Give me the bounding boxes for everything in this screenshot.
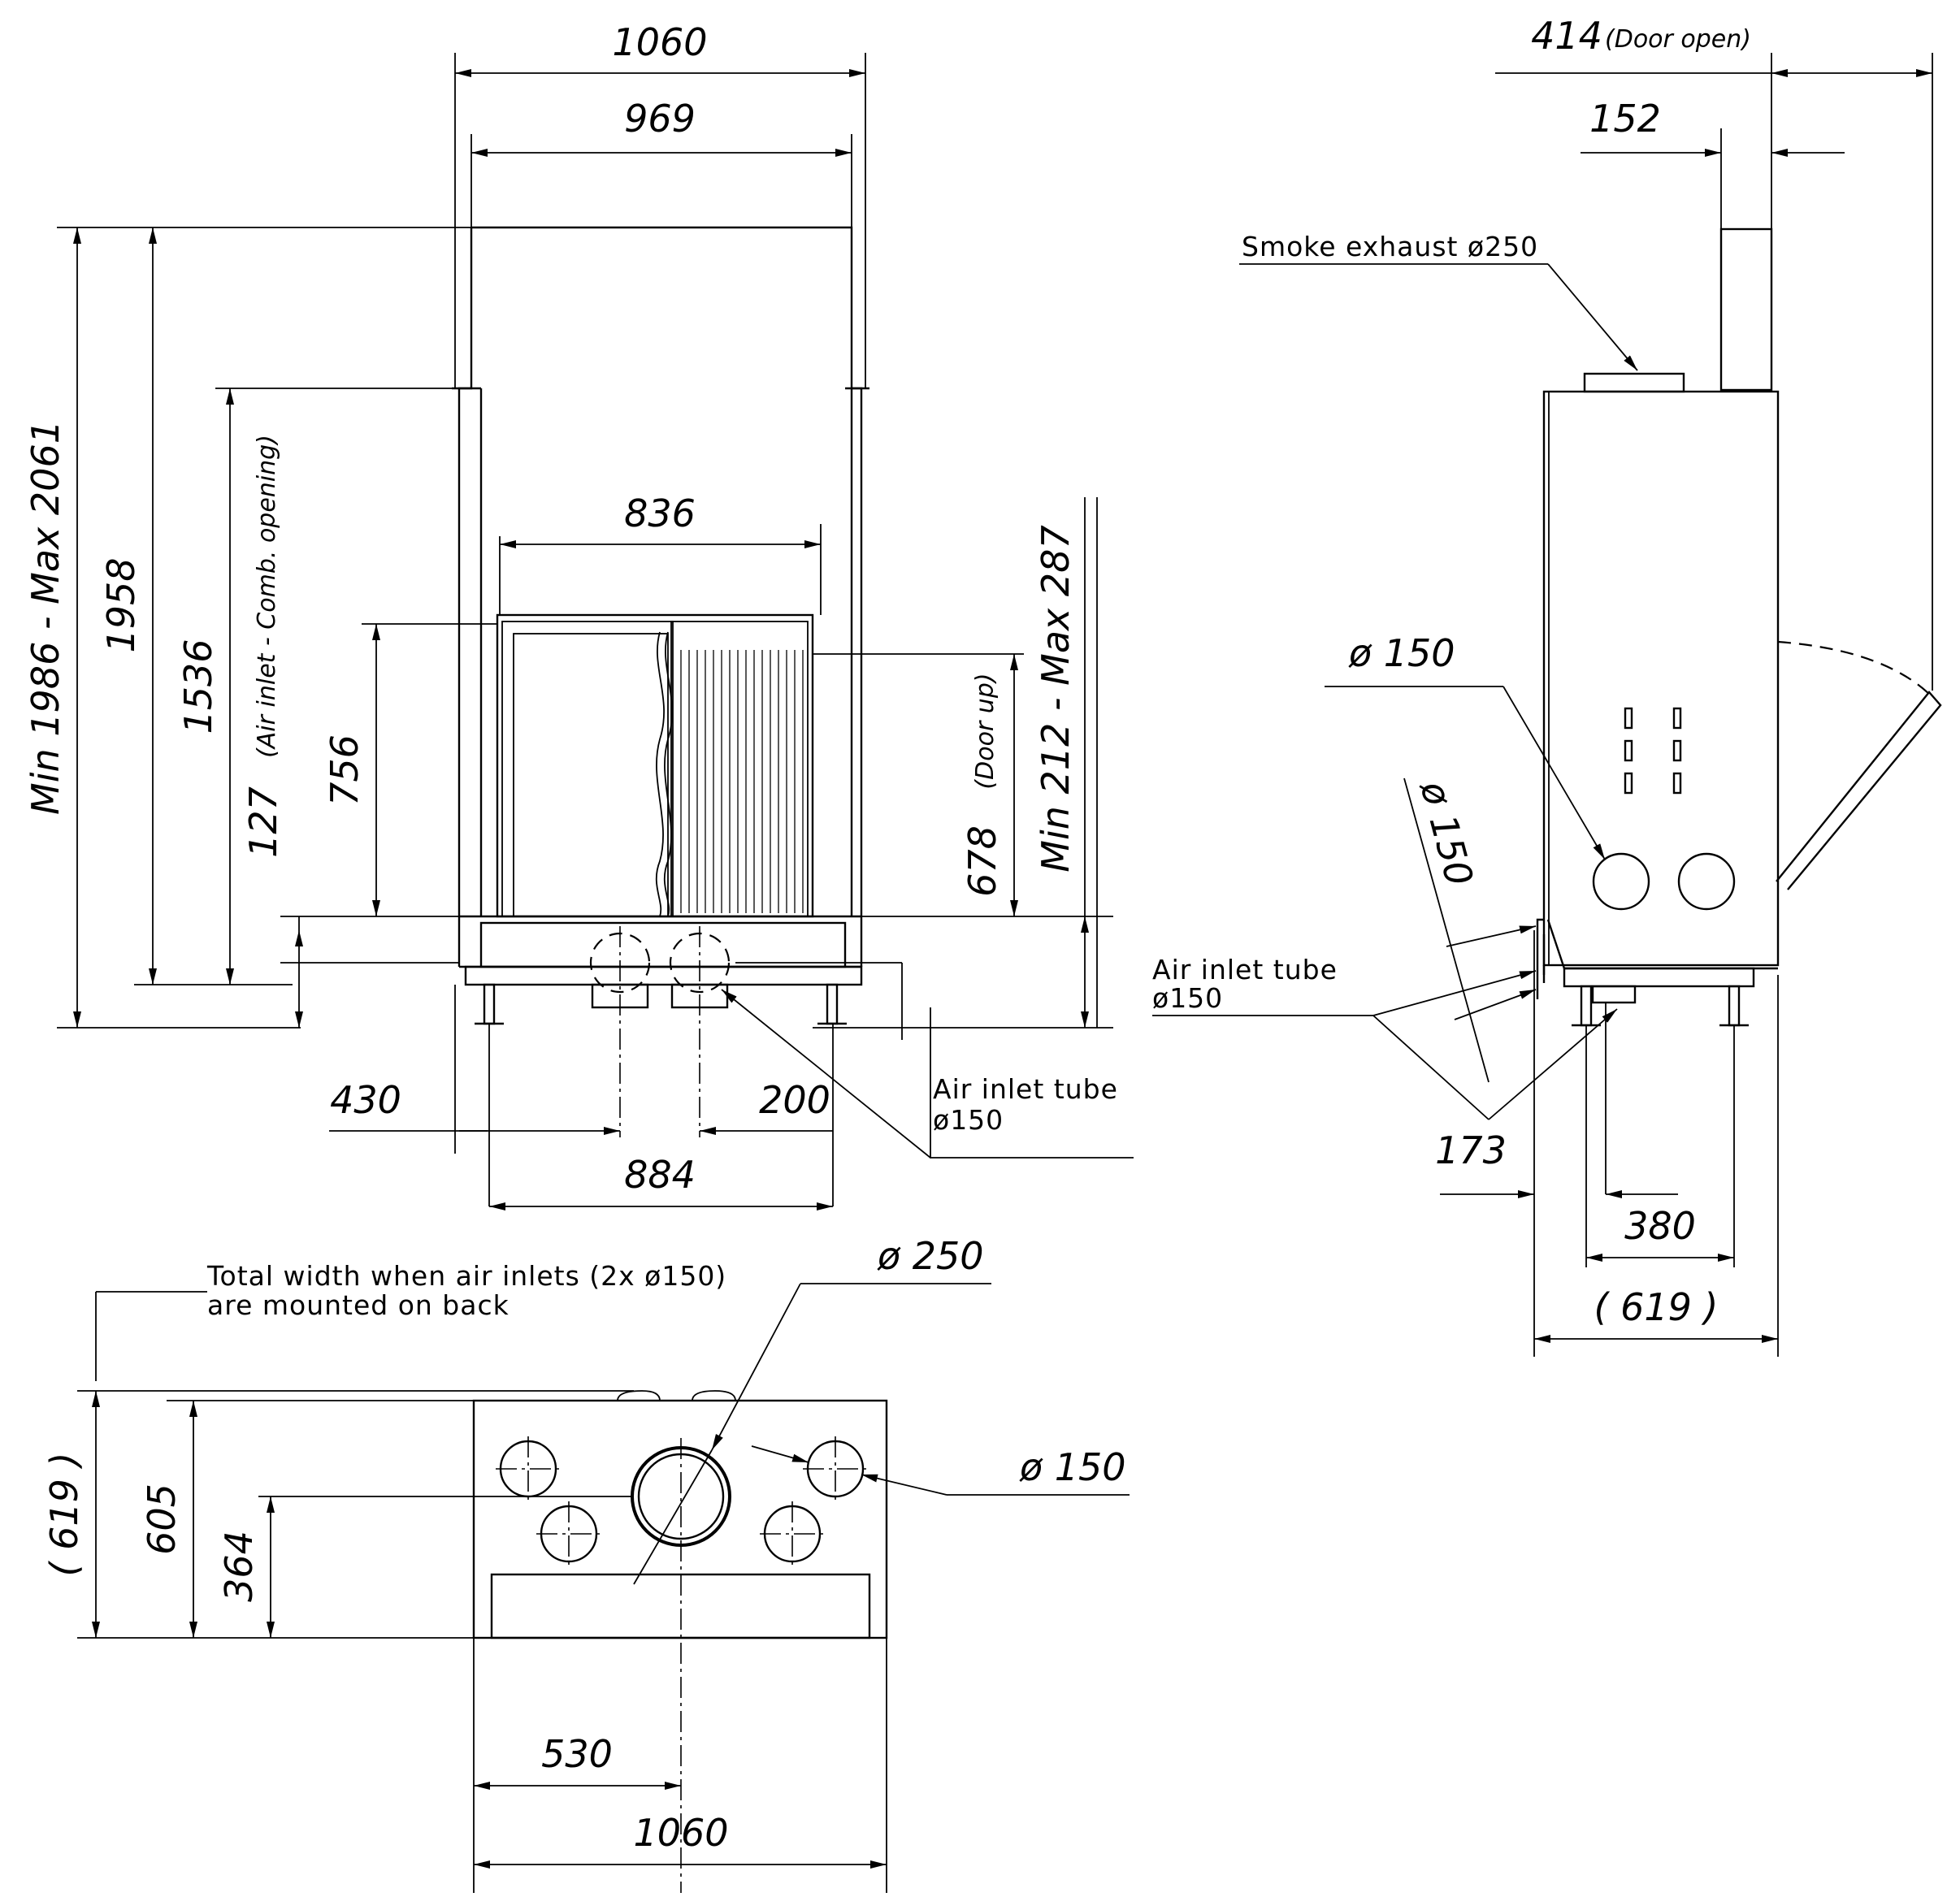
dim-opening-width: 836: [624, 492, 696, 535]
dim-height-range: Min 1986 - Max 2061: [24, 420, 67, 815]
dim-offset-left: 430: [330, 1078, 401, 1122]
top-note-line2: are mounted on back: [207, 1289, 510, 1321]
dim-top-dia-150: ø 150: [1019, 1445, 1126, 1489]
front-view: 1060 969 836 Min 1986 - Max 2061 1958 15…: [24, 20, 1134, 1211]
dim-base-range: Min 212 - Max 287: [1034, 525, 1078, 872]
dim-side-feet-span: 380: [1624, 1204, 1696, 1248]
front-air-tube-label: Air inlet tube: [933, 1073, 1118, 1105]
dim-air-inlet-note: 127: [241, 786, 285, 858]
smoke-exhaust-label: Smoke exhaust ø250: [1242, 231, 1538, 262]
dim-offset-right: 200: [759, 1078, 830, 1122]
top-view: Total width when air inlets (2x ø150) ar…: [42, 1234, 1130, 1893]
dim-door-open-sub: (Door open): [1605, 25, 1751, 54]
side-air-tube-dia: ø150: [1152, 982, 1223, 1014]
front-body-outline: [452, 226, 903, 1137]
dim-top-depth-total: ( 619 ): [42, 1453, 86, 1577]
side-dimension-texts: 414 (Door open) 152 Smoke exhaust ø250 ø…: [1152, 14, 1751, 1329]
dim-feet-span: 884: [624, 1153, 696, 1197]
dim-side-dia-150-b: ø 150: [1411, 776, 1481, 890]
dim-air-inlet-note-sub: (Air inlet - Comb. opening): [253, 435, 281, 758]
dim-door-up: 678: [960, 825, 1004, 897]
dim-height-air-inlet: 1536: [176, 639, 220, 734]
dim-height-total: 1958: [99, 557, 143, 652]
side-view: 414 (Door open) 152 Smoke exhaust ø250 ø…: [1152, 14, 1942, 1357]
dim-back-offset: 173: [1435, 1128, 1507, 1172]
top-dimension-texts: Total width when air inlets (2x ø150) ar…: [42, 1234, 1126, 1855]
dim-top-center-offset: 530: [541, 1732, 613, 1776]
front-air-tube-dia: ø150: [933, 1104, 1004, 1136]
dim-flue-offset: 152: [1589, 97, 1661, 141]
dim-front-width-inner: 969: [624, 97, 696, 141]
side-extension-lines: [1533, 53, 1933, 1357]
top-note-line1: Total width when air inlets (2x ø150): [206, 1260, 726, 1292]
top-body-outline: [472, 1390, 888, 1893]
door-hatching: [680, 650, 804, 913]
side-body-outline: [1536, 227, 1942, 1027]
dim-side-dia-150-a: ø 150: [1348, 631, 1455, 675]
front-dimension-texts: 1060 969 836 Min 1986 - Max 2061 1958 15…: [24, 20, 1118, 1197]
side-dimension-lines: [1152, 69, 1932, 1343]
dim-front-width-overall: 1060: [612, 20, 707, 64]
dim-top-dia-250: ø 250: [877, 1234, 984, 1278]
dim-side-depth-total: ( 619 ): [1594, 1285, 1719, 1329]
front-extension-lines: [57, 53, 1113, 1206]
top-extension-lines: [77, 1291, 887, 1893]
dim-top-center-depth: 364: [217, 1531, 261, 1602]
dim-door-open: 414: [1531, 14, 1602, 58]
dim-opening-height: 756: [323, 734, 366, 806]
dim-top-width: 1060: [633, 1811, 728, 1855]
front-dimension-lines: [73, 69, 1134, 1211]
dim-door-up-sub: (Door up): [971, 673, 1000, 789]
top-dimension-lines: [92, 1283, 1130, 1869]
dim-top-depth: 605: [140, 1483, 184, 1555]
side-air-tube-label: Air inlet tube: [1152, 954, 1338, 985]
